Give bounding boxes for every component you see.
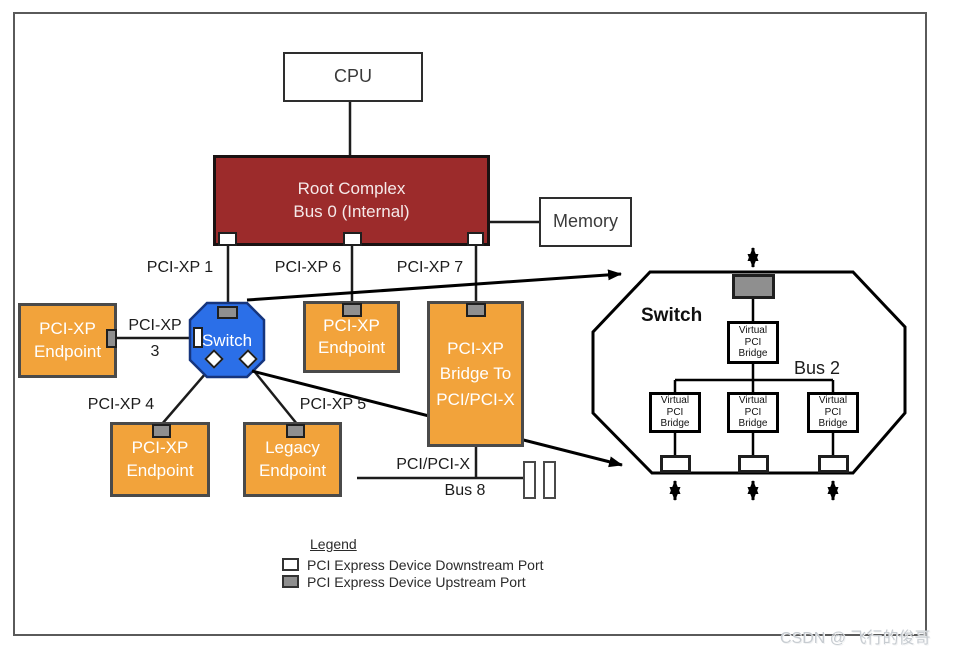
root-complex-label: Root Complex [297, 179, 406, 199]
legend-item: PCI Express Device Upstream Port [282, 573, 544, 590]
diagram-border [13, 12, 927, 636]
endpoint-label: PCI-XP [323, 315, 380, 335]
upstream-port-icon [342, 303, 362, 317]
virtual-pci-bridge-box: Virtual PCI Bridge [807, 392, 859, 433]
root-complex-bus-label: Bus 0 (Internal) [293, 201, 410, 221]
downstream-port-icon [818, 455, 849, 473]
bus2-label: Bus 2 [793, 358, 841, 378]
switch-label: Switch [201, 331, 253, 350]
pci-slot-icon [523, 461, 536, 499]
downstream-port-icon [467, 232, 484, 246]
cpu-label: CPU [333, 66, 372, 87]
downstream-port-icon [343, 232, 362, 246]
endpoint-label: PCI-XP [131, 438, 189, 458]
switch-detail-label: Switch [641, 305, 703, 326]
downstream-port-icon [218, 232, 237, 246]
endpoint-label: PCI-XP [39, 319, 96, 339]
downstream-port-icon [193, 327, 203, 348]
endpoint-left-box: PCI-XP Endpoint [18, 303, 117, 378]
switch-detail-octagon [591, 270, 907, 475]
bridge-label: PCI-XP [447, 338, 504, 358]
upstream-port-icon [286, 424, 305, 438]
bridge-label: PCI/PCI-X [436, 389, 515, 409]
link-label-pci-xp-3-number: 3 [150, 343, 160, 360]
upstream-port-icon [217, 306, 238, 319]
endpoint-label: Endpoint [317, 338, 386, 357]
upstream-port-icon [152, 424, 171, 438]
legend-item: PCI Express Device Downstream Port [282, 556, 544, 573]
memory-box: Memory [539, 197, 632, 247]
watermark: CSDN @ 飞行的俊哥 [780, 630, 931, 647]
downstream-port-icon [738, 455, 769, 473]
port-arrows [669, 247, 839, 501]
endpoint-bottom-box: PCI-XP Endpoint [110, 422, 210, 497]
pci-slot-icon [543, 461, 556, 499]
memory-label: Memory [552, 211, 618, 232]
endpoint-label: Endpoint [33, 341, 102, 361]
legend: Legend PCI Express Device Downstream Por… [282, 536, 544, 590]
link-label-pci-xp-5: PCI-XP 5 [299, 396, 367, 413]
upstream-port-swatch-icon [282, 575, 299, 588]
endpoint-label: Endpoint [126, 460, 194, 480]
upstream-port-icon [466, 303, 486, 317]
link-label-pci-xp-4: PCI-XP 4 [87, 396, 155, 413]
bus8-label: Bus 8 [444, 482, 486, 499]
link-label-pci-xp-6: PCI-XP 6 [274, 259, 342, 276]
legend-title: Legend [310, 536, 357, 552]
bridge-box: PCI-XP Bridge To PCI/PCI-X [427, 301, 524, 447]
root-complex-box: Root Complex Bus 0 (Internal) [213, 155, 490, 246]
cpu-box: CPU [283, 52, 423, 102]
link-label-pci-xp-1: PCI-XP 1 [146, 259, 214, 276]
pci-bus-label: PCI/PCI-X [396, 456, 470, 473]
switch-detail-lines [673, 298, 835, 456]
legacy-endpoint-label: Legacy [265, 438, 320, 458]
virtual-pci-bridge-box: Virtual PCI Bridge [727, 392, 779, 433]
connector-lines [114, 102, 539, 480]
legend-item-label: PCI Express Device Upstream Port [307, 573, 526, 590]
virtual-pci-bridge-box: Virtual PCI Bridge [649, 392, 701, 433]
downstream-port-icon [660, 455, 691, 473]
downstream-port-swatch-icon [282, 558, 299, 571]
upstream-port-icon [732, 274, 775, 299]
link-label-pci-xp-3: PCI-XP [128, 317, 182, 334]
legend-item-label: PCI Express Device Downstream Port [307, 556, 544, 573]
virtual-pci-bridge-box: Virtual PCI Bridge [727, 321, 779, 364]
bridge-label: Bridge To [439, 364, 512, 384]
upstream-port-icon [106, 329, 117, 348]
link-label-pci-xp-7: PCI-XP 7 [396, 259, 464, 276]
legacy-endpoint-label: Endpoint [258, 460, 327, 480]
